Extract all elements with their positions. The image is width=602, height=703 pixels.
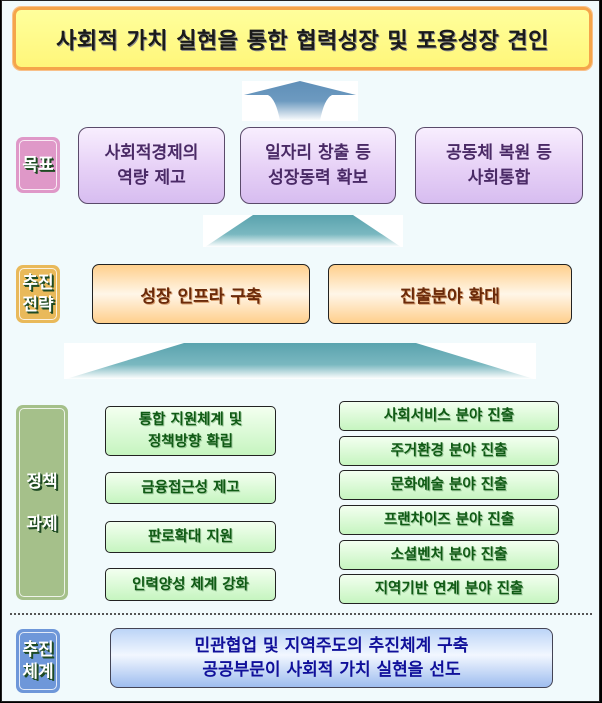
task-box-culture-arts: 문화예술 분야 진출 [339,470,559,500]
goal-text: 성장동력 확보 [268,167,368,188]
task-text: 인력양성 체계 강화 [132,576,249,593]
goal-label-text: 목표 [22,155,54,175]
task-text: 프랜차이즈 분야 진출 [383,512,515,528]
trapezoid-arrow-icon [64,343,536,379]
system-box: 민관협업 및 지역주도의 추진체계 구축 공공부문이 사회적 가치 실현을 선도 [110,628,553,688]
system-text: 민관협업 및 지역주도의 추진체계 구축 [194,636,469,656]
arrow-up-icon [242,81,358,121]
task-text: 문화예술 분야 진출 [390,477,508,493]
strategy-label-text: 추진 [22,273,54,293]
task-box-finance: 금융접근성 제고 [105,472,276,504]
task-text: 정책방향 확립 [147,434,234,450]
title-banner: 사회적 가치 실현을 통한 협력성장 및 포용성장 견인 [13,7,592,70]
task-text: 사회서비스 분야 진출 [383,408,515,424]
strategy-box-infrastructure: 성장 인프라 구축 [92,264,310,324]
goal-text: 사회적경제의 [104,142,199,163]
strategy-box-expansion: 진출분야 확대 [328,264,572,324]
goal-text: 사회통합 [467,167,531,188]
task-text: 금융접근성 제고 [141,480,240,496]
system-text: 공공부문이 사회적 가치 실현을 선도 [202,660,461,680]
tasks-label: 정책 과제 [16,405,68,600]
task-box-social-venture: 소셜벤처 분야 진출 [339,540,559,570]
goal-box-community: 공동체 복원 등 사회통합 [415,127,583,204]
goal-box-capacity: 사회적경제의 역량 제고 [78,127,225,204]
goal-label: 목표 [16,137,60,193]
task-box-housing: 주거환경 분야 진출 [339,436,559,466]
system-label-text: 추진 [22,640,54,660]
strategy-text: 진출분야 확대 [400,286,500,307]
task-box-franchise: 프랜차이즈 분야 진출 [339,505,559,535]
task-text: 주거환경 분야 진출 [390,443,508,459]
task-box-integrated-support: 통합 지원체계 및 정책방향 확립 [105,406,276,456]
goal-text: 역량 제고 [117,167,186,188]
task-box-regional: 지역기반 연계 분야 진출 [339,574,559,604]
goal-box-jobs: 일자리 창출 등 성장동력 확보 [240,127,396,204]
goal-text: 일자리 창출 등 [265,142,371,163]
trapezoid-arrow-icon [203,215,403,247]
task-box-workforce: 인력양성 체계 강화 [105,568,276,601]
task-text: 판로확대 지원 [147,529,234,545]
strategy-label: 추진 전략 [16,265,60,323]
tasks-label-text: 정책 [26,471,58,492]
system-label: 추진 체계 [16,629,60,693]
task-text: 지역기반 연계 분야 진출 [374,581,524,597]
task-text: 통합 지원체계 및 [138,412,243,428]
task-text: 소셜벤처 분야 진출 [390,547,508,563]
task-box-social-service: 사회서비스 분야 진출 [339,401,559,431]
strategy-label-text: 전략 [22,295,54,315]
tasks-label-text: 과제 [26,513,58,534]
title-text: 사회적 가치 실현을 통한 협력성장 및 포용성장 견인 [56,28,549,54]
strategy-text: 성장 인프라 구축 [140,286,262,307]
goal-text: 공동체 복원 등 [446,142,552,163]
system-label-text: 체계 [22,662,54,682]
section-divider [10,613,592,615]
task-box-sales-channel: 판로확대 지원 [105,521,276,553]
